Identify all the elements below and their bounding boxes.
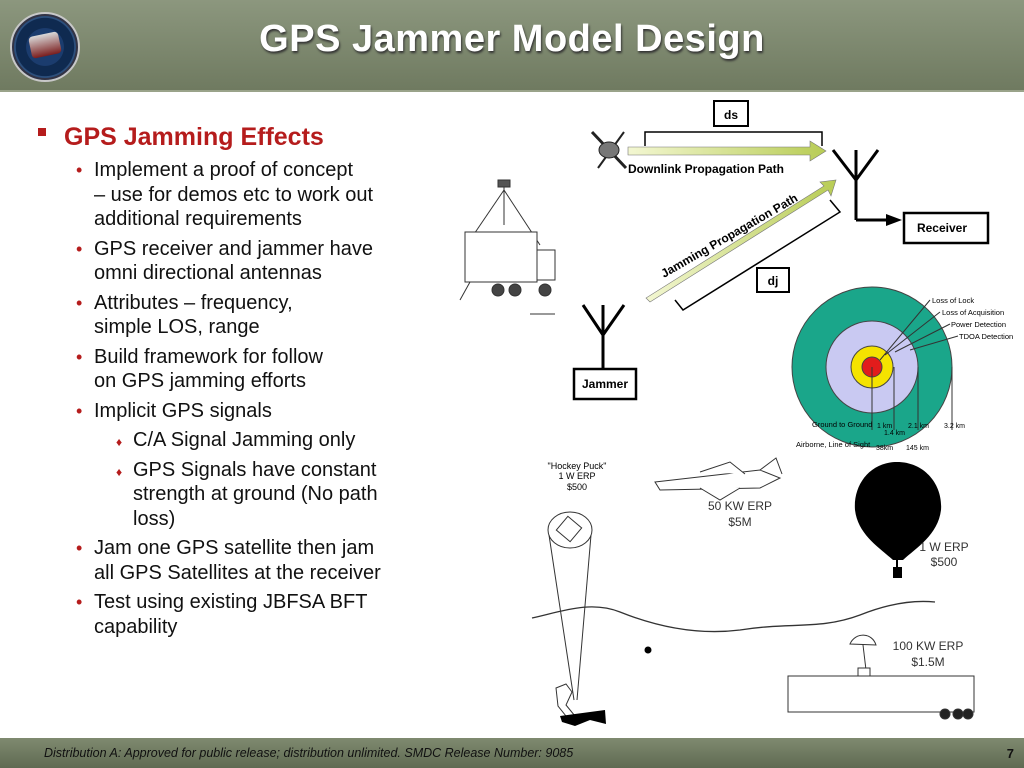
sub-bullet-line: GPS Signals have constant <box>133 458 377 481</box>
jamming-path-arrow <box>645 179 837 303</box>
dj-label-box <box>756 267 790 293</box>
dish-truck-cost: $1.5M <box>911 655 944 669</box>
receiver-label: Receiver <box>917 221 967 235</box>
receiver-point-icon <box>644 646 652 654</box>
bullet-item: • Test using existing JBFSA BFT capabili… <box>38 590 438 639</box>
rings-legend-acquisition: Loss of Acquisition <box>942 308 1004 317</box>
bullet-line: GPS receiver and jammer have <box>94 237 374 260</box>
bullet-item: • Attributes – frequency, simple LOS, ra… <box>38 291 438 340</box>
bullet-dot-icon: • <box>76 538 83 558</box>
ds-label: ds <box>724 108 738 122</box>
bullet-dot-icon: • <box>76 400 83 421</box>
air-range-2: 145 km <box>906 445 929 452</box>
bullet-line: on GPS jamming efforts <box>94 370 306 392</box>
balloon-cost: $500 <box>931 555 958 569</box>
bullet-line: – use for demos etc to work out <box>94 183 374 206</box>
rings-legend-tdoa: TDOA Detection <box>959 332 1013 341</box>
ground-range-1: 1 km <box>877 423 892 430</box>
slide-title: GPS Jammer Model Design <box>259 18 765 60</box>
receiver-connector-arrow <box>886 214 902 226</box>
sub-bullet-dot-icon: ♦ <box>116 435 123 449</box>
dish-truck-erp: 100 KW ERP <box>893 639 964 653</box>
hockey-puck-erp: 1 W ERP <box>558 471 595 481</box>
ground-range-3: 3.2 km <box>944 423 965 430</box>
jamming-diagram: ds Downlink Propagation Path Receiver Ja… <box>459 100 1013 726</box>
header-bar: GPS Jammer Model Design <box>0 0 1024 92</box>
ground-range-mid: 1.4 km <box>884 430 905 437</box>
balloon-erp: 1 W ERP <box>919 540 968 554</box>
bullet-dot-icon: • <box>76 238 83 259</box>
air-range-1: 38km <box>876 445 893 452</box>
downlink-arrow <box>627 140 827 162</box>
hockey-puck-cost: $500 <box>567 482 587 492</box>
downlink-label: Downlink Propagation Path <box>628 162 784 176</box>
bullet-line: Implicit GPS signals <box>94 399 272 422</box>
jammer-truck-icon <box>459 179 556 315</box>
soldier-icon <box>555 683 606 726</box>
balloon-icon <box>854 462 942 578</box>
bullet-item: • Implement a proof of concept – use for… <box>38 158 438 232</box>
rings-legend-lock: Loss of Lock <box>932 296 974 305</box>
sub-bullet-item: ♦ GPS Signals have constant strength at … <box>38 458 438 532</box>
bullet-item: • Jam one GPS satellite then jam all GPS… <box>38 536 438 585</box>
bullet-dot-icon: • <box>76 160 83 180</box>
bullet-line: capability <box>94 615 178 638</box>
rings-legend-power: Power Detection <box>951 320 1006 329</box>
bullet-item: • Build framework for follow on GPS jamm… <box>38 345 438 394</box>
bullet-list: GPS Jamming Effects • Implement a proof … <box>38 122 438 644</box>
bullet-line: simple LOS, range <box>94 316 260 338</box>
bullet-line: omni directional antennas <box>94 262 322 284</box>
bullet-line: additional requirements <box>94 208 302 230</box>
bullet-dot-icon: • <box>76 292 83 313</box>
hockey-puck-label: "Hockey Puck" <box>548 461 607 471</box>
page-number: 7 <box>1006 746 1014 761</box>
jammer-label: Jammer <box>582 377 628 391</box>
bullet-line: Jam one GPS satellite then jam <box>94 537 375 559</box>
sub-bullet-item: ♦ C/A Signal Jamming only <box>38 428 438 453</box>
bullet-line: Build framework for follow <box>94 345 323 368</box>
bullet-line: Attributes – frequency, <box>94 291 293 314</box>
receiver-antenna-icon <box>831 149 890 222</box>
sub-bullet-line: C/A Signal Jamming only <box>133 429 356 451</box>
aircraft-icon <box>654 457 783 501</box>
bullet-dot-icon: • <box>76 346 83 367</box>
bullet-line: Test using existing JBFSA BFT <box>94 591 368 613</box>
sub-bullet-line: loss) <box>133 507 176 530</box>
footer-bar: Distribution A: Approved for public rele… <box>0 738 1024 768</box>
bullet-line: Implement a proof of concept <box>94 159 354 181</box>
ground-to-ground-label: Ground to Ground <box>812 420 872 429</box>
sub-bullet-dot-icon: ♦ <box>116 464 123 479</box>
ground-range-2: 2.1 km <box>908 423 929 430</box>
distribution-statement: Distribution A: Approved for public rele… <box>44 746 574 760</box>
ds-bracket <box>644 131 823 146</box>
aircraft-cost: $5M <box>728 515 751 529</box>
bullet-item: • Implicit GPS signals <box>38 399 438 424</box>
terrain-line <box>531 600 936 633</box>
dj-label: dj <box>768 274 779 288</box>
bullet-dot-icon: • <box>76 592 83 612</box>
jammer-box <box>572 367 638 401</box>
jammer-antenna-icon <box>581 304 626 370</box>
bullet-item: • GPS receiver and jammer have omni dire… <box>38 237 438 286</box>
range-rings-icon <box>791 286 959 448</box>
dish-truck-icon <box>787 634 975 720</box>
aircraft-erp: 50 KW ERP <box>708 499 772 513</box>
sub-bullet-line: strength at ground (No path <box>133 483 378 505</box>
airborne-label: Airborne, Line of Sight <box>796 440 871 449</box>
receiver-box <box>902 211 990 245</box>
section-heading: GPS Jamming Effects <box>64 123 324 151</box>
hockey-puck-beam-icon <box>547 511 593 701</box>
bullet-line: all GPS Satellites at the receiver <box>94 561 381 584</box>
dj-bracket <box>674 199 842 311</box>
ds-label-box <box>713 100 749 127</box>
heading-bullet: GPS Jamming Effects <box>38 122 438 152</box>
square-bullet-icon <box>38 128 46 136</box>
satellite-icon <box>590 130 628 170</box>
command-seal-logo <box>10 12 80 82</box>
